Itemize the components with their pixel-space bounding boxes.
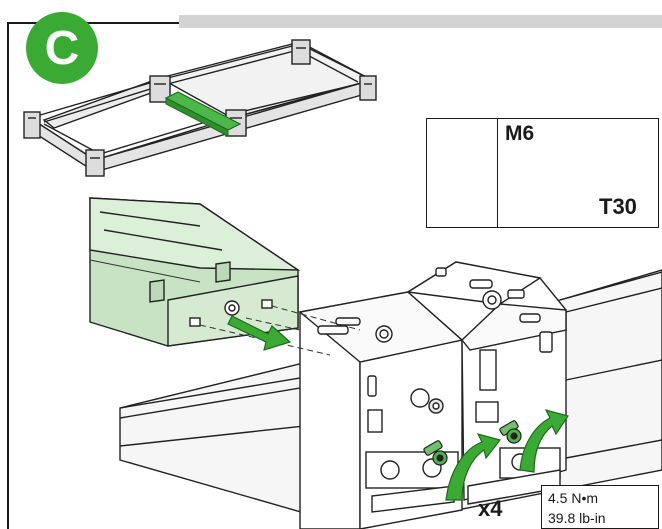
tool-label: T30 xyxy=(599,194,637,219)
bracket-assembly-left xyxy=(298,291,464,529)
fastener-size-label: M6 xyxy=(505,122,535,145)
torque-metric: 4.5 N•m xyxy=(548,490,599,506)
step-letter: C xyxy=(44,21,80,75)
torque-box: 4.5 N•m 39.8 lb-in xyxy=(541,485,659,529)
frame-top-line xyxy=(7,22,179,24)
tightening-arrows xyxy=(445,409,569,501)
quantity-label: x4 xyxy=(478,496,503,521)
installed-screws xyxy=(423,420,522,466)
step-badge: C xyxy=(26,12,98,84)
bracket-assembly-right xyxy=(405,261,567,505)
overview-frame xyxy=(23,39,377,177)
torque-imperial: 39.8 lb-in xyxy=(548,510,606,526)
insert-direction-arrow xyxy=(227,315,292,351)
incoming-beam xyxy=(89,197,301,347)
frame-left-line xyxy=(7,22,9,529)
parts-divider xyxy=(497,119,498,227)
header-band xyxy=(179,15,662,28)
parts-box: M6 T30 xyxy=(426,118,659,228)
alignment-guides xyxy=(199,305,361,356)
